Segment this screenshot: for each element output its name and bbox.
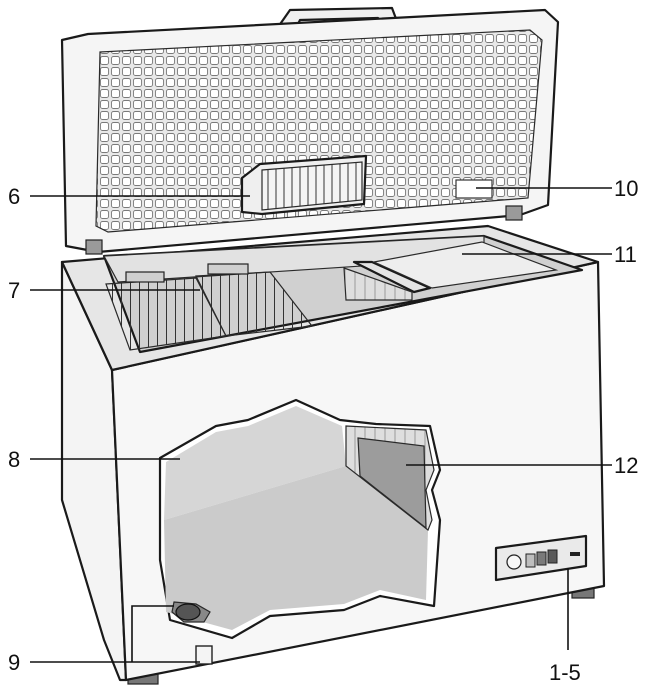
basket-handle-right — [207, 263, 249, 275]
callout-11: 11 — [614, 242, 637, 267]
callout-10: 10 — [614, 176, 638, 201]
indicator-light-3 — [547, 549, 558, 564]
lid-label-plate — [455, 179, 493, 199]
control-panel — [494, 534, 588, 582]
indicator-light-2 — [536, 551, 547, 566]
lid-inner-lining — [95, 29, 543, 233]
drain-assembly — [131, 601, 213, 665]
callout-9: 9 — [8, 650, 20, 675]
interior-bottom — [164, 466, 428, 630]
callout-8: 8 — [8, 447, 20, 472]
storage-baskets — [105, 263, 314, 351]
lid-hinge-left — [85, 239, 103, 255]
lid-vent-component — [240, 154, 368, 216]
thermostat-knob — [506, 554, 522, 570]
callout-7: 7 — [8, 278, 20, 303]
indicator-light-1 — [525, 553, 536, 568]
callout-labels: 6 10 7 11 8 12 9 1-5 — [8, 176, 638, 685]
drain-plug — [195, 645, 213, 665]
interior-floor — [164, 406, 346, 520]
lid-hinge-right — [505, 205, 523, 221]
callout-6: 6 — [8, 184, 20, 209]
leader-lines — [30, 187, 612, 663]
callout-1-5: 1-5 — [549, 660, 581, 685]
cabinet-cutaway — [158, 398, 442, 640]
power-switch — [570, 552, 580, 556]
basket-handle-left — [125, 271, 165, 283]
callout-12: 12 — [614, 453, 638, 478]
lid — [60, 6, 560, 255]
